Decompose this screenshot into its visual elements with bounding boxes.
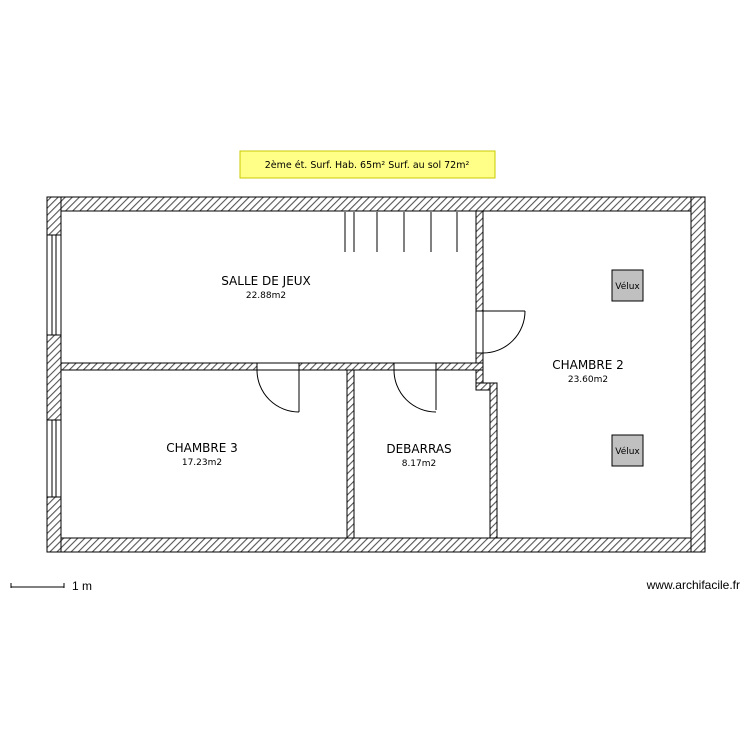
door-debarras <box>393 362 437 413</box>
scale-bar <box>10 583 65 588</box>
room-salle-de-jeux-area: 22.88m2 <box>246 291 286 301</box>
window-chambre3 <box>46 419 62 498</box>
plan-title-banner: 2ème ét. Surf. Hab. 65m² Surf. au sol 72… <box>239 150 496 179</box>
doors <box>256 310 526 413</box>
room-labels: SALLE DE JEUX 22.88m2 CHAMBRE 2 23.60m2 … <box>166 274 624 469</box>
wall-north <box>46 196 706 212</box>
wall-east <box>690 196 706 553</box>
velux-2: Vélux <box>611 434 644 467</box>
wall-debarras-chambre2 <box>489 382 498 539</box>
room-chambre3-area: 17.23m2 <box>182 458 222 468</box>
velux-label: Vélux <box>615 446 640 457</box>
scale-label: 1 m <box>72 579 92 593</box>
windows <box>46 234 62 498</box>
credit-text: www.archifacile.fr <box>646 578 740 592</box>
wall-ch3-debarras <box>346 369 355 539</box>
room-chambre3-name: CHAMBRE 3 <box>166 441 238 455</box>
room-chambre2-area: 23.60m2 <box>568 375 608 385</box>
room-salle-de-jeux-name: SALLE DE JEUX <box>221 274 311 288</box>
plan-title: 2ème ét. Surf. Hab. 65m² Surf. au sol 72… <box>265 160 470 171</box>
door-chambre2 <box>475 310 526 354</box>
room-debarras-area: 8.17m2 <box>402 459 437 469</box>
window-salle <box>46 234 62 336</box>
wall-debarras-step <box>475 369 484 384</box>
room-debarras-name: DEBARRAS <box>386 442 451 456</box>
wall-south <box>46 537 706 553</box>
staircase <box>344 212 458 252</box>
velux-label: Vélux <box>615 281 640 292</box>
velux-1: Vélux <box>611 269 644 302</box>
room-chambre2-name: CHAMBRE 2 <box>552 358 624 372</box>
velux-windows: Vélux Vélux <box>611 269 644 467</box>
door-chambre3 <box>256 362 300 413</box>
